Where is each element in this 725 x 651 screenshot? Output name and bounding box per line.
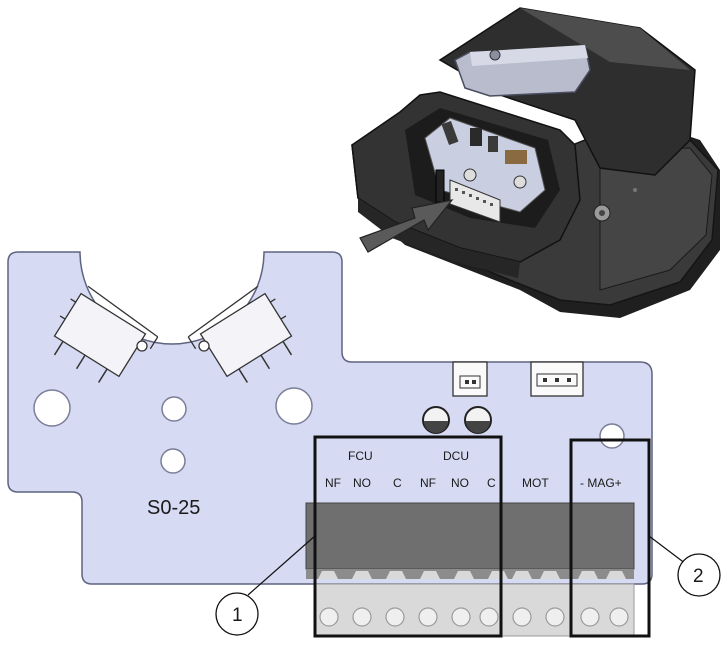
terminal-label-fcu-no: NO bbox=[353, 476, 371, 490]
callout-circle-1 bbox=[215, 592, 259, 636]
capacitor bbox=[464, 406, 492, 434]
mounting-hole bbox=[161, 396, 187, 422]
callout-number-2: 2 bbox=[693, 566, 704, 587]
terminal-label-dcu-c: C bbox=[487, 476, 496, 490]
capacitor bbox=[422, 406, 450, 434]
insert-arrow-icon bbox=[359, 199, 454, 253]
terminal-label-fcu-nf: NF bbox=[325, 476, 341, 490]
terminal-label-dcu-nf: NF bbox=[420, 476, 436, 490]
actuator-device-icon bbox=[351, 7, 720, 318]
terminal-label-fcu-c: C bbox=[393, 476, 402, 490]
mounting-hole bbox=[160, 448, 186, 474]
mounting-hole bbox=[275, 387, 313, 425]
callout-number-1: 1 bbox=[232, 605, 243, 626]
callout-leader-1 bbox=[247, 534, 317, 596]
group-label-fcu: FCU bbox=[348, 449, 373, 463]
terminal-label-mag: - MAG+ bbox=[580, 476, 622, 490]
mounting-hole bbox=[33, 389, 71, 427]
callout-circle-2 bbox=[677, 553, 721, 597]
terminal-block bbox=[305, 502, 635, 637]
mounting-hole bbox=[599, 423, 625, 449]
terminal-label-dcu-no: NO bbox=[451, 476, 469, 490]
board-model-label: S0-25 bbox=[147, 497, 200, 519]
connector-2pin bbox=[452, 361, 488, 397]
group-label-dcu: DCU bbox=[443, 449, 469, 463]
microswitch-right bbox=[187, 285, 293, 383]
connector-3pin bbox=[530, 361, 584, 397]
terminal-label-mot: MOT bbox=[522, 476, 549, 490]
callout-box-2 bbox=[569, 438, 651, 638]
mounting-holes bbox=[33, 387, 625, 474]
microswitch-left bbox=[53, 285, 159, 383]
